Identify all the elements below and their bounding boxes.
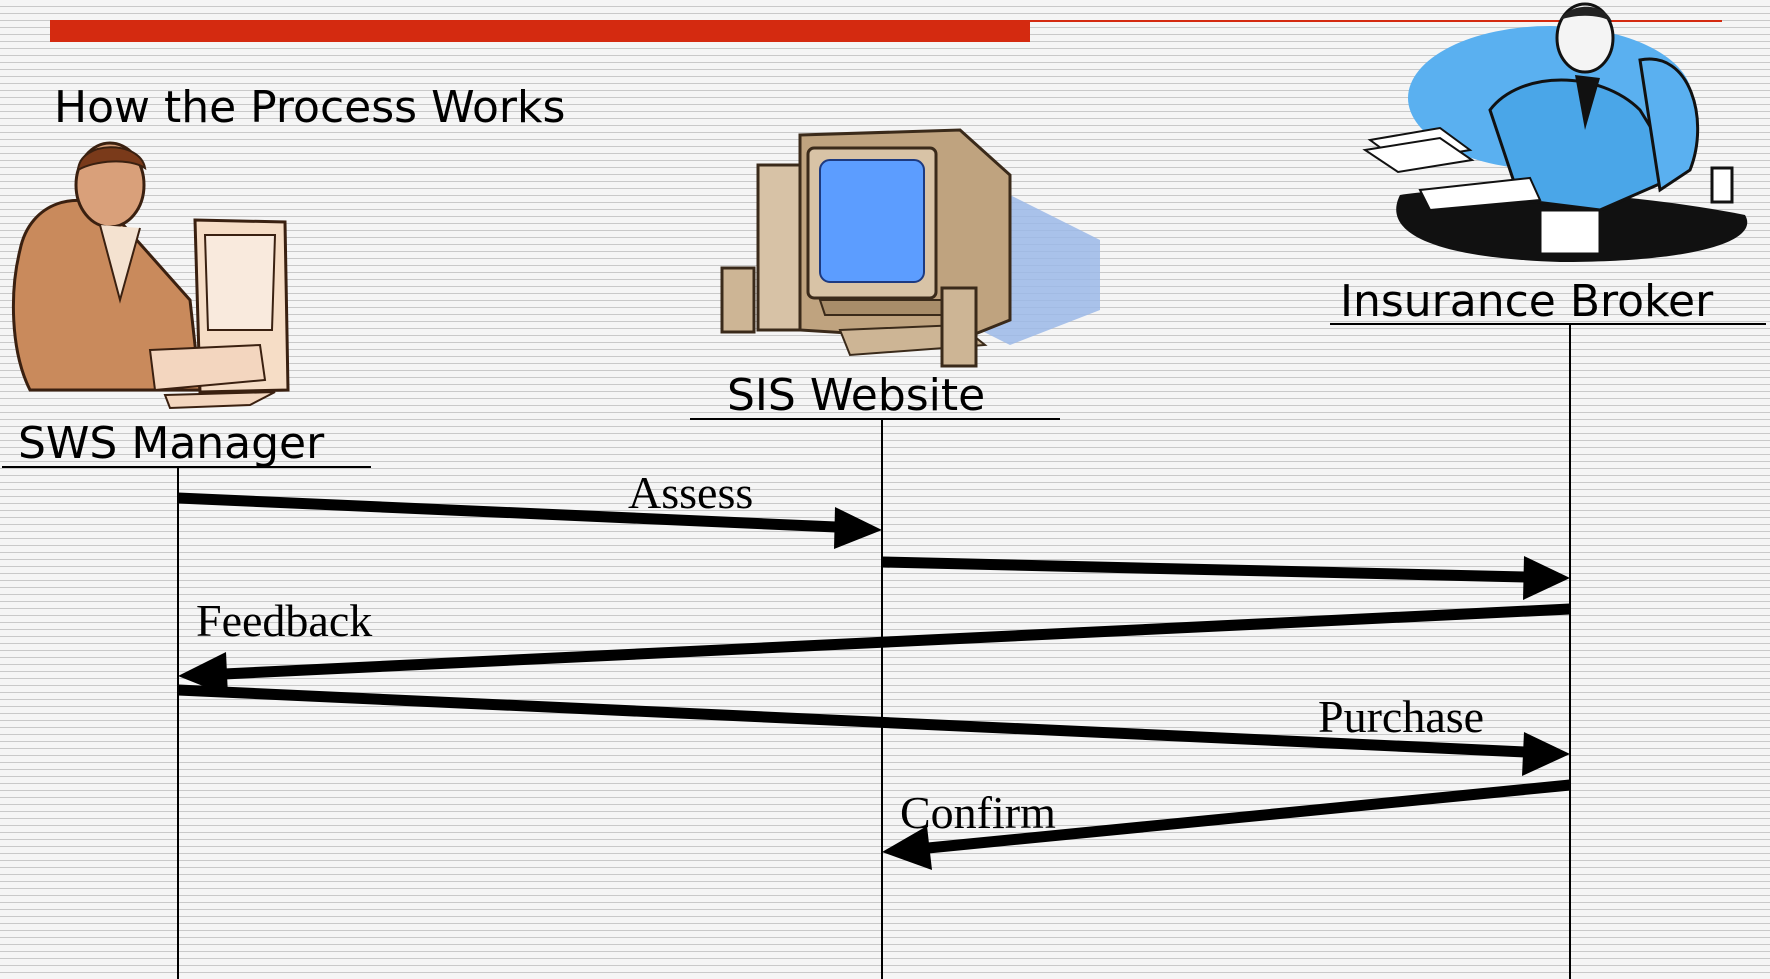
message-label-assess: Assess [628, 467, 754, 518]
message-label-confirm: Confirm [900, 787, 1056, 838]
message-arrow-website-to-broker [881, 556, 1570, 600]
actor-label-insurance-broker: Insurance Broker [1340, 276, 1714, 327]
office-worker-at-computer-icon [11, 141, 290, 410]
message-arrow-purchase [177, 684, 1570, 776]
message-arrow-assess [177, 492, 882, 549]
message-arrow-confirm [882, 779, 1571, 870]
message-arrow-feedback [178, 603, 1571, 696]
actor-label-sws-manager: SWS Manager [18, 418, 325, 469]
page-title: How the Process Works [54, 82, 566, 133]
accent-bar [50, 20, 1030, 42]
message-label-feedback: Feedback [196, 595, 373, 646]
actor-label-sis-website: SIS Website [727, 370, 986, 421]
desktop-computer-icon [720, 128, 1100, 368]
businessman-at-desk-icon [1362, 2, 1748, 262]
message-label-purchase: Purchase [1318, 691, 1485, 742]
